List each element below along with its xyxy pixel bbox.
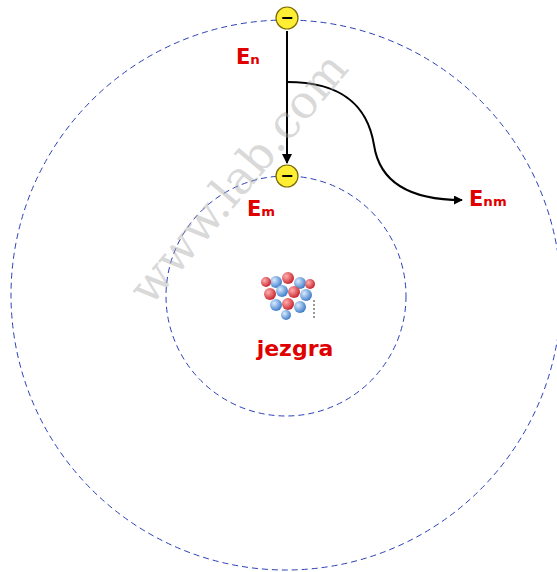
nucleus-label: jezgra: [257, 337, 334, 361]
watermark: www.lab.com: [119, 43, 357, 313]
outer-orbit: [11, 20, 557, 570]
electron-charge: −: [280, 10, 293, 26]
nucleus: [261, 272, 315, 320]
electron-charge: −: [280, 168, 293, 184]
electron: −: [275, 6, 299, 30]
energy-label: Eₙ: [236, 46, 260, 69]
energy-label: Eₙₘ: [469, 188, 507, 211]
